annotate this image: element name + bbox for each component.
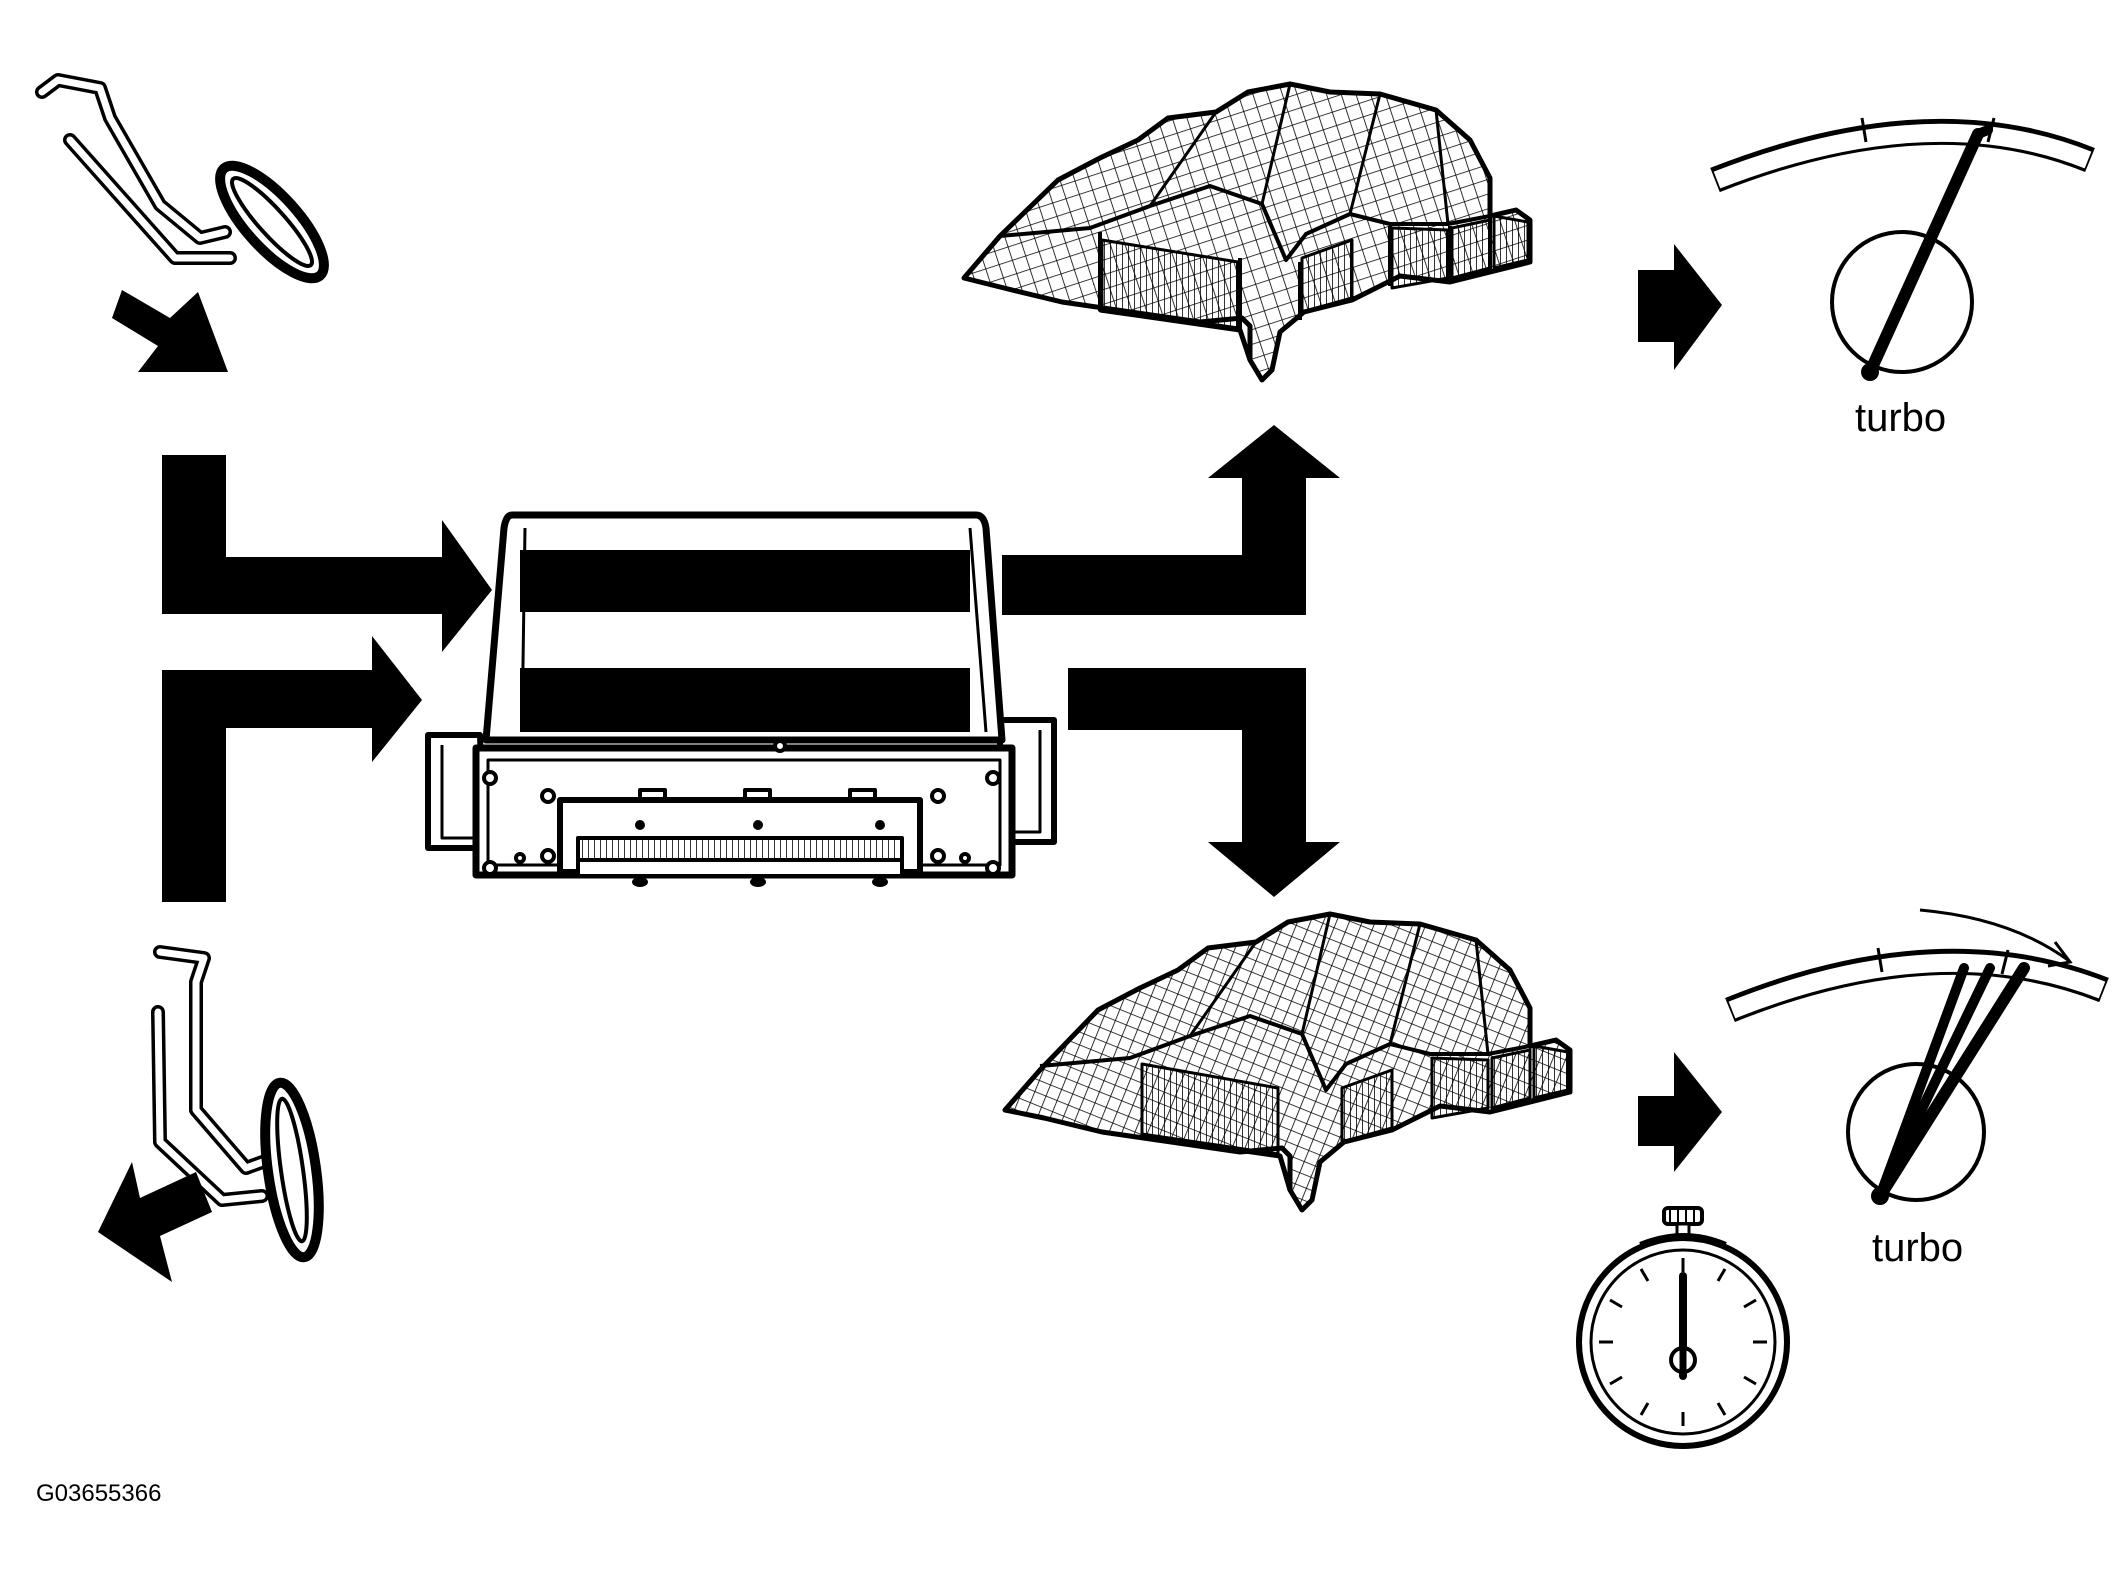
- turbo-gauge-bottom-icon: [1725, 908, 2109, 1205]
- pedal-top-icon: [35, 73, 329, 372]
- map-bottom-icon: [1002, 911, 1573, 1213]
- output-arrows: [1002, 244, 1722, 1172]
- figure-reference: G03655366: [36, 1480, 162, 1507]
- input-arrows: [162, 455, 492, 902]
- turbo-label-bottom: turbo: [1872, 1226, 1964, 1270]
- map-top-icon: [961, 81, 1533, 383]
- turbo-gauge-top-icon: [1710, 117, 2095, 381]
- pedal-bottom-icon: [98, 945, 324, 1282]
- ecu-module-icon: [425, 511, 1057, 887]
- turbo-label-top: turbo: [1855, 396, 1947, 440]
- stopwatch-icon: [1576, 1206, 1790, 1449]
